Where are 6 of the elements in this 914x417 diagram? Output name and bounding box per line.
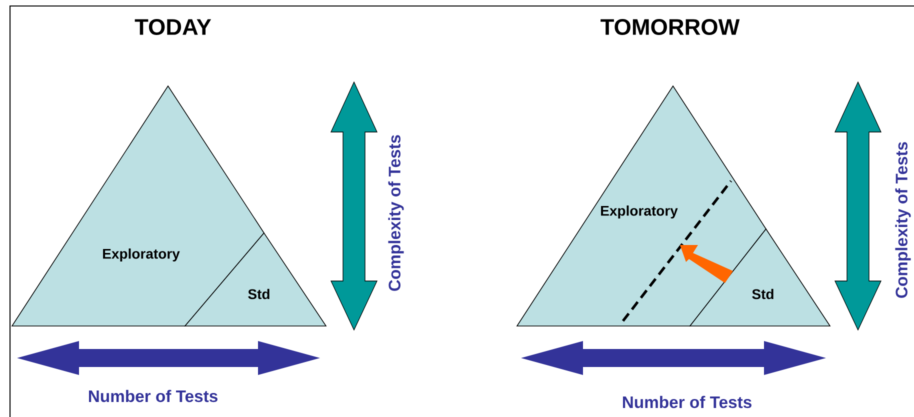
heading: TODAY [134, 18, 212, 36]
axis-label: Complexity of Tests [388, 135, 404, 291]
axis-label: Complexity of Tests [895, 142, 911, 298]
axis-label: Number of Tests [89, 390, 218, 402]
axis-label: Number of Tests [622, 396, 752, 408]
heading: TOMORROW [600, 18, 740, 36]
